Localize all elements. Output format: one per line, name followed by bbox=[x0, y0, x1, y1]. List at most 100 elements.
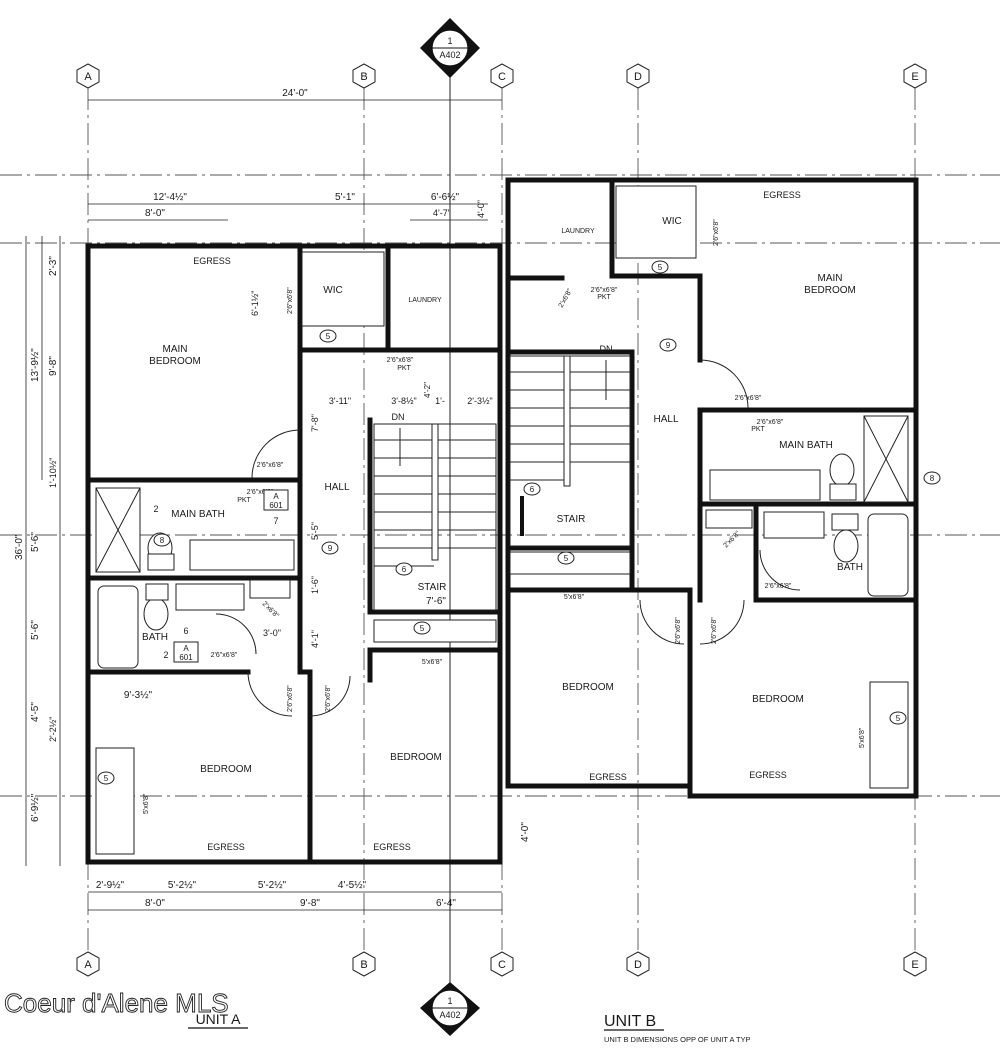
dim-r-4-0: 4'-0" bbox=[520, 822, 531, 842]
door-b-closet2-size: 5'x6'8" bbox=[859, 727, 866, 748]
unit-b-wic: WIC bbox=[662, 216, 681, 227]
unit-b-bath: BATH bbox=[837, 562, 863, 573]
tag-2-a-bath: 2 bbox=[163, 650, 168, 660]
door-b-bedroom2-size: 2'6"x6'8" bbox=[675, 617, 682, 644]
door-a-bath-pkt: PKT bbox=[237, 497, 251, 504]
unit-a-dn: DN bbox=[392, 412, 405, 422]
unit-b-bedroom-right: BEDROOM bbox=[752, 694, 804, 705]
dim-4-2: 4'-2" bbox=[423, 382, 432, 398]
grid-label-b: B bbox=[360, 71, 367, 83]
dim-3-11: 3'-11" bbox=[329, 396, 351, 406]
door-swings bbox=[215, 359, 801, 717]
unit-b-egress-left: EGRESS bbox=[589, 772, 627, 782]
dim-2-3: 2'-3" bbox=[48, 256, 59, 276]
door-b-closet-size: 5'x6'8" bbox=[564, 594, 585, 601]
unit-b-main-bedroom-line1: MAIN bbox=[818, 273, 843, 284]
unit-b-dn: DN bbox=[600, 344, 613, 354]
tag-9-a: 9 bbox=[328, 544, 333, 553]
dim-12-4h: 12'-4½" bbox=[153, 192, 187, 203]
door-a-closet3-size: 2'x6'8" bbox=[261, 600, 281, 620]
door-b-wic-size: 2'6"x6'8" bbox=[713, 219, 720, 246]
dim-9-3h: 9'-3½" bbox=[124, 690, 153, 701]
tag-bubbles: 5 5 5 5 5 5 6 6 9 9 8 8 7 6 2 2 A 601 A … bbox=[97, 260, 941, 785]
unit-b-stair: STAIR bbox=[557, 514, 586, 525]
dim-6-9h: 6'-9½" bbox=[30, 793, 41, 822]
detail-ref-sheet-b: 601 bbox=[179, 653, 193, 662]
drawing-titles: Coeur d'Alene MLS UNIT A UNIT B UNIT B D… bbox=[4, 988, 751, 1044]
door-a-bedroom3-size: 2'6"x6'8" bbox=[325, 685, 332, 712]
tag-8-a: 8 bbox=[160, 536, 165, 545]
top-dimensions: 24'-0" 12'-4½" 8'-0" 5'-1" 6'-6½" 4'-7" … bbox=[88, 88, 502, 221]
door-a-closet2-size: 5'x6'8" bbox=[143, 793, 150, 814]
stairs-unit-a bbox=[373, 423, 497, 611]
door-b-bath2-size: 2'6"x6'8" bbox=[765, 583, 792, 590]
section-sheet-bottom: A402 bbox=[439, 1010, 460, 1020]
unit-a-bedroom-left: BEDROOM bbox=[200, 764, 252, 775]
unit-b-walls bbox=[505, 177, 919, 799]
door-b-bedroom-size: 2'6"x6'8" bbox=[735, 395, 762, 402]
dim-7-8: 7'-8" bbox=[310, 414, 320, 432]
grid-bubbles-bottom: A B C D E bbox=[76, 951, 927, 977]
tag-6-b: 6 bbox=[530, 485, 535, 494]
door-b-bath-pkt: PKT bbox=[751, 426, 765, 433]
tag-5-b-wic: 5 bbox=[658, 263, 663, 272]
grid-label-b-bottom: B bbox=[360, 959, 367, 971]
dim-5-6-a: 5'-6" bbox=[30, 532, 41, 552]
grid-label-e: E bbox=[911, 71, 918, 83]
detail-ref-letter-b: A bbox=[183, 644, 189, 653]
dim-b-6-4: 6'-4" bbox=[436, 898, 456, 909]
unit-b-egress-main: EGRESS bbox=[763, 190, 801, 200]
door-a-laundry-pkt: PKT bbox=[397, 365, 411, 372]
door-b-stair-size: 2'x6'8" bbox=[558, 287, 574, 309]
unit-a-laundry: LAUNDRY bbox=[408, 297, 442, 304]
unit-b-note: UNIT B DIMENSIONS OPP OF UNIT A TYP bbox=[604, 1035, 751, 1044]
dim-9-8-left: 9'-8" bbox=[48, 356, 59, 376]
door-b-bath-size: 2'6"x6'8" bbox=[757, 419, 784, 426]
section-sheet-top: A402 bbox=[439, 50, 460, 60]
unit-a-egress-left: EGRESS bbox=[207, 842, 245, 852]
unit-a-room-labels: MAIN BEDROOM EGRESS WIC LAUNDRY HALL MAI… bbox=[142, 256, 446, 852]
grid-label-d: D bbox=[634, 71, 642, 83]
title-unit-a: UNIT A bbox=[196, 1011, 242, 1027]
dim-1-x: 1'- bbox=[435, 396, 445, 406]
dim-1-6: 1'-6" bbox=[310, 576, 320, 594]
dim-b-2-9h: 2'-9½" bbox=[96, 880, 125, 891]
bottom-dimensions: 2'-9½" 5'-2½" 5'-2½" 4'-5½" 8'-0" 9'-8" … bbox=[88, 822, 531, 911]
tag-8-b: 8 bbox=[930, 474, 935, 483]
dim-2-3h: 2'-3½" bbox=[467, 396, 492, 406]
grid-label-c: C bbox=[498, 71, 506, 83]
unit-a-main-bedroom-line2: BEDROOM bbox=[149, 356, 201, 367]
stairs-unit-b bbox=[509, 355, 631, 547]
grid-bubbles-top: A B C D E bbox=[76, 63, 927, 89]
unit-b-egress-right: EGRESS bbox=[749, 770, 787, 780]
dim-5-5: 5'-5" bbox=[310, 522, 320, 540]
unit-b-bedroom-left: BEDROOM bbox=[562, 682, 614, 693]
unit-a-interior-dims: 6'-1½" 3'-11" 3'-8½" 4'-2" 1'- 2'-3½" 7'… bbox=[124, 287, 493, 814]
unit-b-main-bedroom-line2: BEDROOM bbox=[804, 285, 856, 296]
door-a-bath2-size: 2'6"x6'8" bbox=[211, 652, 238, 659]
door-a-bath-size: 2'6"x6'8" bbox=[247, 489, 274, 496]
detail-ref-letter-a: A bbox=[273, 492, 279, 501]
dim-3-8h: 3'-8½" bbox=[391, 396, 416, 406]
door-a-laundry-size: 2'6"x6'8" bbox=[387, 357, 414, 364]
tag-5-a-wic: 5 bbox=[326, 332, 331, 341]
unit-a-egress-main: EGRESS bbox=[193, 256, 231, 266]
unit-b-laundry: LAUNDRY bbox=[561, 228, 595, 235]
detail-ref-sheet-a: 601 bbox=[269, 501, 283, 510]
grid-label-d-bottom: D bbox=[634, 959, 642, 971]
tag-6-a: 6 bbox=[402, 565, 407, 574]
dim-8-0-top: 8'-0" bbox=[145, 208, 165, 219]
dim-b-8-0: 8'-0" bbox=[145, 898, 165, 909]
dim-4-0-top: 4'-0" bbox=[476, 200, 486, 218]
unit-a-hall: HALL bbox=[324, 482, 349, 493]
dim-4-7: 4'-7" bbox=[433, 208, 451, 218]
tag-7-a: 7 bbox=[273, 516, 278, 526]
fixtures bbox=[95, 185, 909, 855]
dim-overall-width: 24'-0" bbox=[282, 88, 308, 99]
dim-5-1: 5'-1" bbox=[335, 192, 355, 203]
dim-1-10h: 1'-10½" bbox=[48, 458, 58, 488]
tag-2-a-mainbath: 2 bbox=[153, 504, 158, 514]
unit-b-hall: HALL bbox=[653, 414, 678, 425]
section-marker-top: 1 A402 bbox=[420, 18, 480, 78]
grid-label-c-bottom: C bbox=[498, 959, 506, 971]
